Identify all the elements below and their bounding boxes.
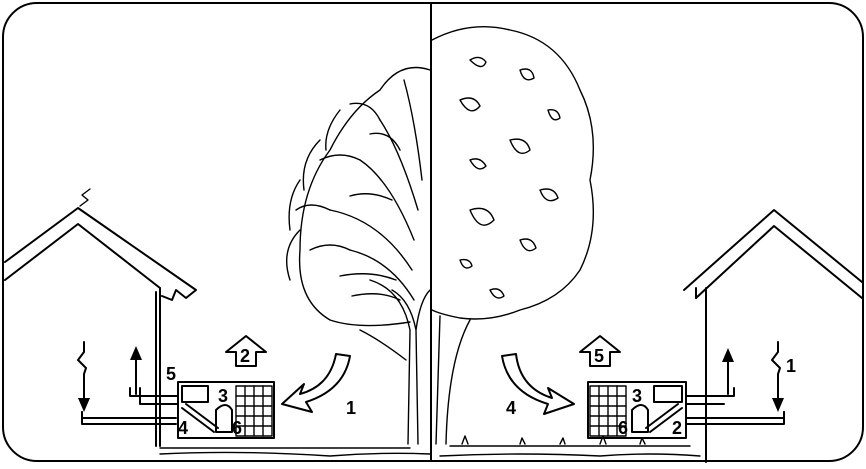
right-label-3: 3 bbox=[632, 386, 642, 406]
left-up-arrow-icon bbox=[130, 346, 142, 394]
left-label-5: 5 bbox=[166, 364, 176, 384]
right-label-4: 4 bbox=[506, 398, 516, 418]
left-pipes bbox=[82, 388, 178, 424]
left-curved-arrow-1-icon bbox=[282, 354, 350, 412]
right-pipes bbox=[686, 388, 784, 424]
right-label-2: 2 bbox=[672, 418, 682, 438]
right-up-arrow-icon bbox=[722, 348, 734, 394]
left-label-4: 4 bbox=[178, 418, 188, 438]
left-house bbox=[5, 189, 196, 446]
right-zigzag-down-arrow-icon bbox=[772, 342, 784, 412]
left-zigzag-down-arrow-icon bbox=[78, 342, 90, 412]
right-label-5: 5 bbox=[594, 346, 604, 366]
left-label-3: 3 bbox=[218, 386, 228, 406]
right-label-6: 6 bbox=[618, 418, 628, 438]
left-label-6: 6 bbox=[232, 418, 242, 438]
right-label-1: 1 bbox=[786, 356, 796, 376]
left-label-2: 2 bbox=[240, 346, 250, 366]
winter-tree-branches bbox=[287, 68, 430, 445]
left-label-1: 1 bbox=[346, 398, 356, 418]
